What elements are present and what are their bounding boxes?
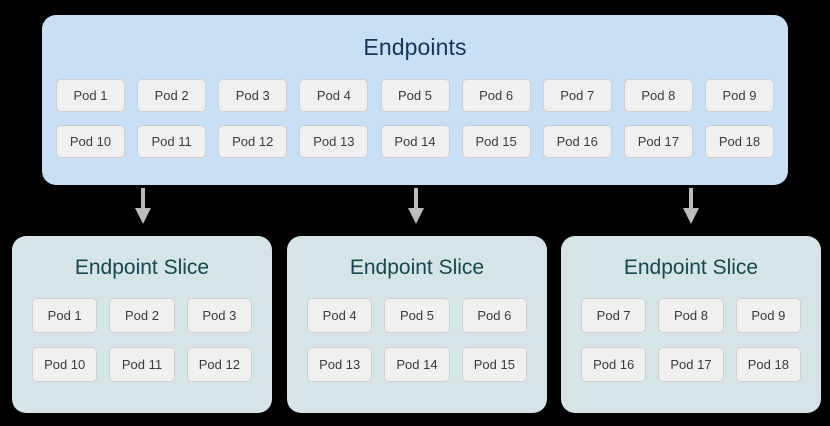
endpoint-slice-container-2: Endpoint Slice Pod 4 Pod 5 Pod 6 Pod 13 … xyxy=(287,236,547,413)
endpoints-container: Endpoints Pod 1 Pod 2 Pod 3 Pod 4 Pod 5 … xyxy=(42,15,788,185)
endpoints-title: Endpoints xyxy=(363,34,467,60)
pod-chip: Pod 5 xyxy=(384,298,450,333)
pod-chip: Pod 15 xyxy=(461,347,527,382)
pod-chip: Pod 13 xyxy=(307,347,373,382)
pod-chip: Pod 16 xyxy=(542,125,612,158)
pod-chip: Pod 11 xyxy=(137,125,207,158)
arrow-down-icon xyxy=(405,188,427,224)
arrow-down-icon xyxy=(132,188,154,224)
pod-chip: Pod 17 xyxy=(623,125,693,158)
pod-chip: Pod 7 xyxy=(542,79,612,112)
pod-chip: Pod 4 xyxy=(307,298,373,333)
pod-chip: Pod 9 xyxy=(735,298,801,333)
arrow-down-icon xyxy=(680,188,702,224)
endpoints-pod-row: Pod 10 Pod 11 Pod 12 Pod 13 Pod 14 Pod 1… xyxy=(56,125,774,158)
pod-chip: Pod 17 xyxy=(658,347,724,382)
pod-chip: Pod 14 xyxy=(384,347,450,382)
endpoint-slice-pod-row: Pod 13 Pod 14 Pod 15 xyxy=(307,347,527,382)
pod-chip: Pod 1 xyxy=(56,79,125,112)
pod-chip: Pod 18 xyxy=(705,125,774,158)
pod-chip: Pod 6 xyxy=(461,79,531,112)
pod-chip: Pod 16 xyxy=(581,347,647,382)
pod-chip: Pod 3 xyxy=(186,298,252,333)
endpoint-slice-title: Endpoint Slice xyxy=(623,256,759,279)
pod-chip: Pod 12 xyxy=(186,347,252,382)
pod-chip: Pod 5 xyxy=(380,79,450,112)
endpoint-slice-pod-row: Pod 1 Pod 2 Pod 3 xyxy=(32,298,252,333)
pod-chip: Pod 12 xyxy=(218,125,288,158)
pod-chip: Pod 8 xyxy=(623,79,693,112)
pod-chip: Pod 10 xyxy=(56,125,125,158)
endpoint-slice-pod-row: Pod 16 Pod 17 Pod 18 xyxy=(581,347,801,382)
endpoints-pod-grid: Pod 1 Pod 2 Pod 3 Pod 4 Pod 5 Pod 6 Pod … xyxy=(56,79,774,158)
endpoint-slice-title: Endpoint Slice xyxy=(349,256,485,279)
endpoint-slice-pod-grid: Pod 1 Pod 2 Pod 3 Pod 10 Pod 11 Pod 12 xyxy=(32,298,252,382)
endpoints-pod-row: Pod 1 Pod 2 Pod 3 Pod 4 Pod 5 Pod 6 Pod … xyxy=(56,79,774,112)
pod-chip: Pod 2 xyxy=(109,298,175,333)
endpoint-slice-container-3: Endpoint Slice Pod 7 Pod 8 Pod 9 Pod 16 … xyxy=(561,236,821,413)
endpoint-slice-pod-grid: Pod 7 Pod 8 Pod 9 Pod 16 Pod 17 Pod 18 xyxy=(581,298,801,382)
pod-chip: Pod 4 xyxy=(299,79,369,112)
pod-chip: Pod 1 xyxy=(32,298,98,333)
endpoint-slice-pod-row: Pod 7 Pod 8 Pod 9 xyxy=(581,298,801,333)
endpoint-slice-title: Endpoint Slice xyxy=(74,256,210,279)
pod-chip: Pod 3 xyxy=(218,79,288,112)
pod-chip: Pod 7 xyxy=(581,298,647,333)
pod-chip: Pod 9 xyxy=(705,79,774,112)
pod-chip: Pod 18 xyxy=(735,347,801,382)
pod-chip: Pod 6 xyxy=(461,298,527,333)
pod-chip: Pod 13 xyxy=(299,125,369,158)
pod-chip: Pod 8 xyxy=(658,298,724,333)
pod-chip: Pod 2 xyxy=(137,79,207,112)
endpoint-slice-container-1: Endpoint Slice Pod 1 Pod 2 Pod 3 Pod 10 … xyxy=(12,236,272,413)
pod-chip: Pod 11 xyxy=(109,347,175,382)
endpoint-slice-pod-row: Pod 10 Pod 11 Pod 12 xyxy=(32,347,252,382)
endpoint-slice-pod-grid: Pod 4 Pod 5 Pod 6 Pod 13 Pod 14 Pod 15 xyxy=(307,298,527,382)
pod-chip: Pod 10 xyxy=(32,347,98,382)
endpoint-slice-pod-row: Pod 4 Pod 5 Pod 6 xyxy=(307,298,527,333)
pod-chip: Pod 14 xyxy=(380,125,450,158)
pod-chip: Pod 15 xyxy=(461,125,531,158)
